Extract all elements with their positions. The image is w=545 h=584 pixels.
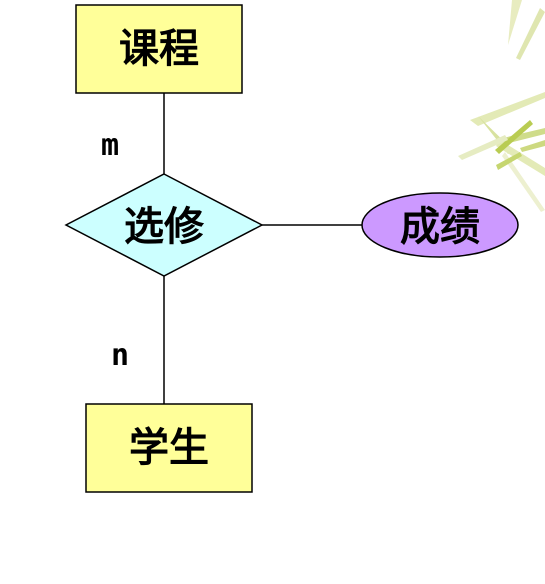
bamboo-leaf-decoration: [458, 0, 545, 212]
entity-course-label: 课程: [119, 26, 199, 72]
entity-student-box: [85, 403, 253, 493]
entity-student: 学生: [85, 403, 253, 493]
entity-student-label: 学生: [129, 425, 209, 471]
entity-course-box: [75, 4, 243, 94]
relationship-diamond: [64, 173, 264, 277]
cardinality-course-side: m: [101, 128, 119, 163]
entity-course: 课程: [75, 4, 243, 94]
cardinality-student-side: n: [111, 338, 129, 373]
attribute-label: 成绩: [400, 204, 480, 250]
relationship-label: 选修: [124, 204, 205, 250]
relationship-enroll: 选修: [64, 173, 264, 277]
attribute-ellipse: [361, 192, 519, 258]
attribute-grade: 成绩: [361, 192, 519, 258]
